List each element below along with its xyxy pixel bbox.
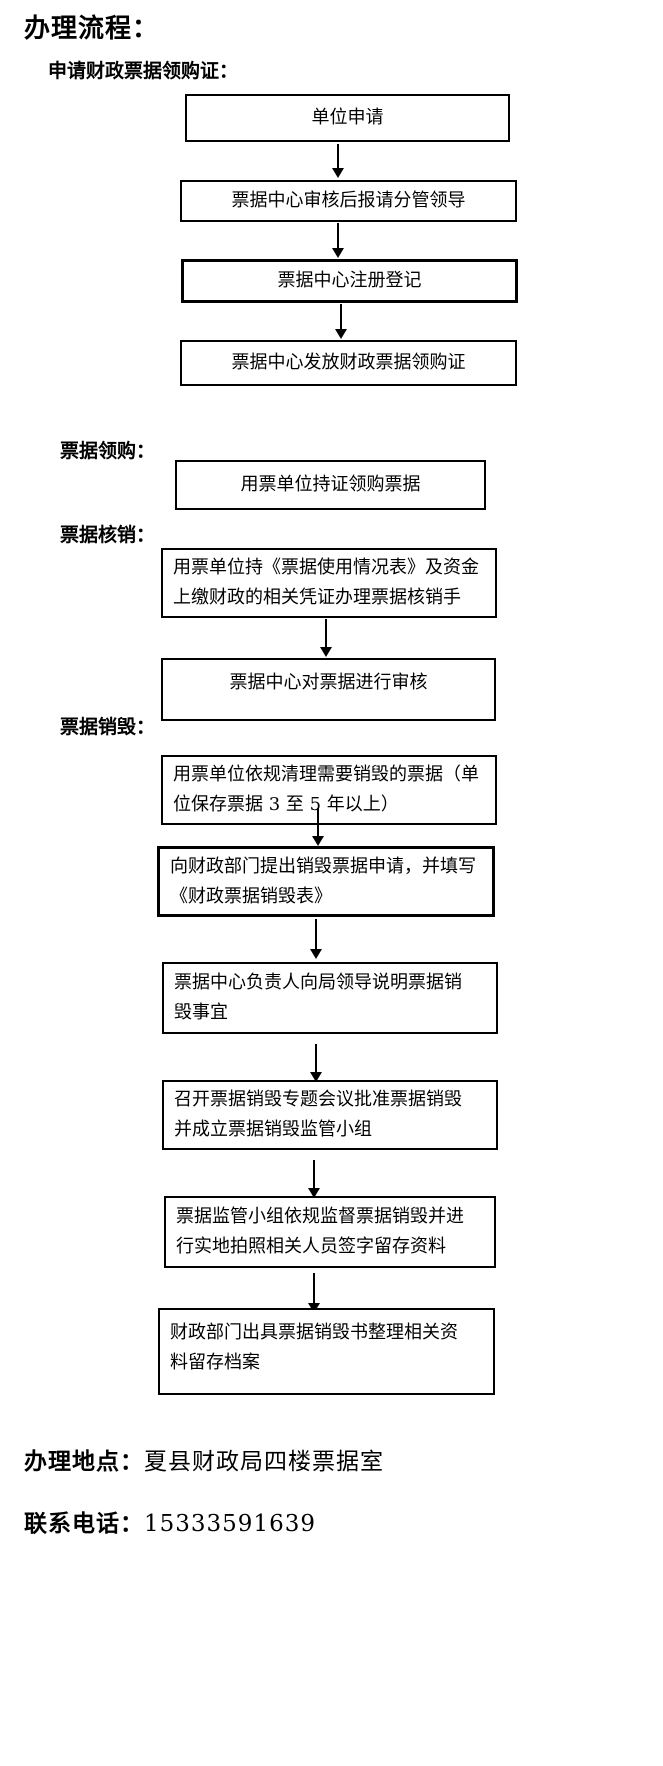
step-box-special-meeting: 召开票据销毁专题会议批准票据销毁 并成立票据销毁监管小组 [162,1080,498,1150]
arrow-down-icon [332,223,344,258]
step-box-review-report: 票据中心审核后报请分管领导 [180,180,517,222]
step-text: 单位申请 [311,107,384,128]
step-box-unit-apply: 单位申请 [185,94,510,142]
step-box-review-tickets: 票据中心对票据进行审核 [161,658,496,721]
step-text-line: 料留存档案 [170,1352,260,1373]
arrow-down-icon [310,1044,322,1082]
phone-value: 15333591639 [144,1511,316,1537]
step-text-line: 《财政票据销毁表》 [170,885,332,907]
step-text-line: 行实地拍照相关人员签字留存资料 [176,1236,446,1257]
arrow-down-icon [310,919,322,959]
step-box-register: 票据中心注册登记 [181,259,518,303]
arrow-down-icon [312,808,324,846]
step-box-verify-submit: 用票单位持《票据使用情况表》及资金 上缴财政的相关凭证办理票据核销手 [161,548,497,618]
section-heading-purchase: 票据领购： [60,440,156,462]
step-box-submit-application: 向财政部门提出销毁票据申请，并填写 《财政票据销毁表》 [157,846,495,917]
step-text-line: 上缴财政的相关凭证办理票据核销手 [173,587,461,608]
step-box-explain-leaders: 票据中心负责人向局领导说明票据销 毁事宜 [162,962,498,1034]
step-text: 票据中心对票据进行审核 [229,672,428,693]
phone-line: 联系电话：15333591639 [24,1504,316,1538]
arrow-down-icon [335,304,347,339]
step-text-line: 票据中心负责人向局领导说明票据销 [174,972,462,993]
section-heading-verify: 票据核销： [60,524,156,546]
phone-label: 联系电话： [24,1510,144,1537]
step-text-line: 财政部门出具票据销毁书整理相关资 [170,1322,458,1343]
step-box-purchase-tickets: 用票单位持证领购票据 [175,460,486,510]
step-text: 票据中心注册登记 [277,270,422,291]
step-box-issue-destroy-doc: 财政部门出具票据销毁书整理相关资 料留存档案 [158,1308,495,1395]
step-text-line: 毁事宜 [174,1002,228,1023]
arrow-down-icon [320,619,332,657]
step-box-supervise-destroy: 票据监管小组依规监督票据销毁并进 行实地拍照相关人员签字留存资料 [164,1196,496,1268]
step-text-line: 用票单位持《票据使用情况表》及资金 [173,557,479,578]
step-text-line: 用票单位依规清理需要销毁的票据（单 [173,764,479,785]
step-text-line: 向财政部门提出销毁票据申请，并填写 [170,855,476,877]
location-label: 办理地点： [24,1448,144,1475]
arrow-down-icon [308,1273,320,1313]
step-text: 票据中心审核后报请分管领导 [231,190,466,211]
section-heading-apply-cert: 申请财政票据领购证： [48,60,239,82]
step-text: 票据中心发放财政票据领购证 [231,352,466,373]
arrow-down-icon [308,1160,320,1198]
step-text-line: 位保存票据 3 至 5 年以上） [173,794,399,815]
step-text-line: 召开票据销毁专题会议批准票据销毁 [174,1089,462,1110]
location-line: 办理地点：夏县财政局四楼票据室 [24,1442,384,1476]
arrow-down-icon [332,144,344,178]
step-text-line: 票据监管小组依规监督票据销毁并进 [176,1206,464,1227]
step-text-line: 并成立票据销毁监管小组 [174,1119,372,1140]
location-value: 夏县财政局四楼票据室 [144,1449,384,1475]
page-title: 办理流程： [24,14,160,44]
step-box-clear-tickets: 用票单位依规清理需要销毁的票据（单 位保存票据 3 至 5 年以上） [161,755,497,825]
section-heading-destroy: 票据销毁： [60,716,156,738]
step-box-issue-cert: 票据中心发放财政票据领购证 [180,340,517,386]
step-text: 用票单位持证领购票据 [240,474,421,495]
